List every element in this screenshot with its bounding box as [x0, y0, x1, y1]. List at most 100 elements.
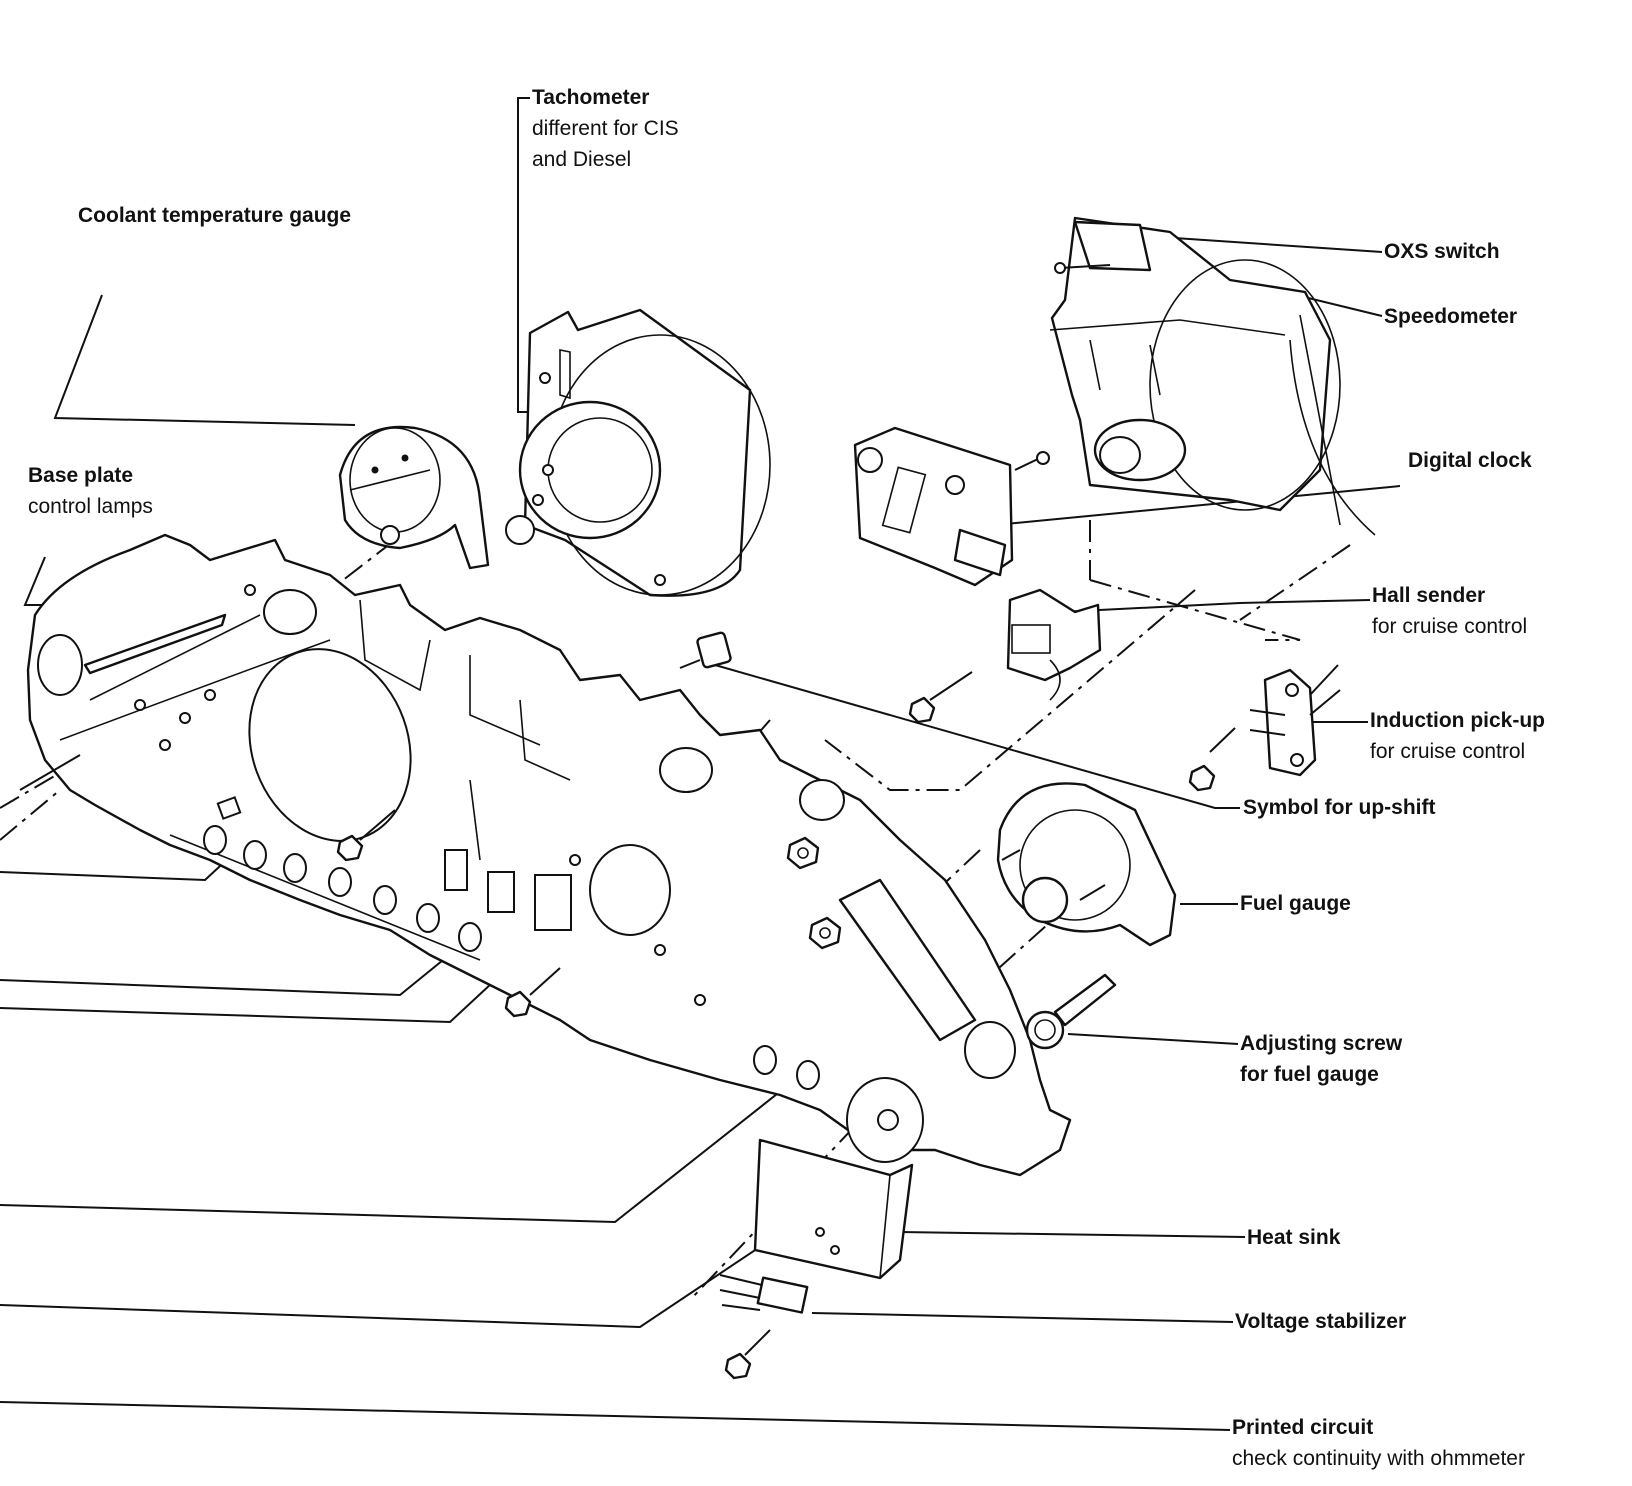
hall-sender-desc: for cruise control — [1372, 615, 1528, 638]
base-plate-housing — [19, 533, 1072, 1177]
upshift-symbol-label: Symbol for up-shift — [1243, 792, 1436, 823]
hall-sender-leader — [1059, 599, 1371, 613]
hall-sender-part — [908, 588, 1102, 724]
left-shaft — [19, 754, 81, 791]
align-hall-box — [824, 589, 1196, 791]
left-end-socket — [37, 634, 83, 696]
digital-clock-leader — [994, 485, 1401, 526]
digital-clock-part — [853, 426, 1050, 587]
mount-hole-7 — [694, 994, 706, 1006]
voltage-stabilizer-leader — [811, 1312, 1234, 1323]
center-socket — [659, 747, 713, 793]
lamp-hole-5 — [373, 885, 397, 915]
leader-lines — [0, 97, 1401, 1431]
speedometer-label: Speedometer — [1384, 301, 1517, 332]
align-right-diag — [1239, 544, 1351, 621]
lamp-hole-7 — [458, 922, 482, 952]
voltage-stabilizer-name: Voltage stabilizer — [1235, 1310, 1407, 1333]
left-bracket — [83, 613, 227, 675]
adjusting-screw-label: Adjusting screw for fuel gauge — [1240, 1028, 1402, 1090]
induction-pickup-desc: for cruise control — [1370, 740, 1526, 763]
align-speedo-box — [1089, 579, 1301, 641]
lamp-hole-9 — [796, 1060, 820, 1090]
tachometer-part — [505, 308, 771, 597]
oxs-switch-label: OXS switch — [1384, 236, 1500, 267]
induction-pickup-label: Induction pick-up for cruise control — [1370, 705, 1545, 767]
bearing-center — [877, 1109, 899, 1131]
lamp-hole-1 — [203, 825, 227, 855]
lamp-hole-4 — [328, 867, 352, 897]
induction-pickup-name: Induction pick-up — [1370, 709, 1545, 732]
nut-1-bore — [797, 847, 809, 859]
housing-screw-1 — [336, 809, 396, 862]
left-leader-4 — [0, 1059, 821, 1224]
tacho-drum — [518, 400, 662, 540]
align-stabilizer — [689, 1009, 966, 1301]
voltage-stabilizer-part — [719, 1274, 809, 1380]
coolant-name: Coolant temperature gauge — [78, 204, 352, 227]
mount-hole-3 — [159, 739, 171, 751]
coolant-leader — [53, 294, 356, 426]
housing-inner-wall — [359, 599, 571, 781]
hall-sender-name: Hall sender — [1372, 584, 1486, 607]
tachometer-leader — [517, 97, 535, 413]
digital-clock-name: Digital clock — [1408, 449, 1532, 472]
base-plate-name: Base plate — [28, 464, 134, 487]
mount-hole-1 — [179, 712, 191, 724]
coolant-gauge-part — [338, 425, 490, 570]
left-leader-5 — [0, 1209, 816, 1329]
window-4 — [216, 796, 242, 820]
lamp-hole-2 — [243, 840, 267, 870]
printed-circuit-leader — [0, 1401, 1231, 1431]
adjusting-screw-leader — [1067, 1033, 1239, 1045]
tachometer-name: Tachometer — [532, 86, 650, 109]
nut-2 — [808, 916, 842, 950]
base-plate-label: Base plate control lamps — [28, 460, 153, 522]
mount-hole-2 — [134, 699, 146, 711]
window-2 — [487, 871, 515, 913]
oxs-switch-body — [1073, 220, 1152, 272]
mount-hole-4 — [204, 689, 216, 701]
coolant-label: Coolant temperature gauge — [78, 200, 351, 231]
fuel-socket — [964, 1021, 1016, 1079]
window-3 — [534, 874, 572, 931]
upshift-leader — [714, 664, 1240, 809]
printed-circuit-desc: check continuity with ohmmeter — [1232, 1447, 1525, 1470]
lamp-hole-6 — [416, 903, 440, 933]
window-1 — [444, 849, 468, 891]
housing-top-edge — [89, 614, 261, 701]
right-socket — [799, 779, 845, 821]
adjusting-screw-part — [1025, 973, 1117, 1050]
heat-sink-name: Heat sink — [1247, 1226, 1341, 1249]
heat-sink-part — [753, 1138, 914, 1280]
fuel-gauge-gear — [1021, 876, 1069, 924]
lamp-hole-8 — [753, 1045, 777, 1075]
lamp-hole-3 — [283, 853, 307, 883]
tachometer-desc-2: and Diesel — [532, 148, 632, 171]
housing-screw-2 — [504, 967, 561, 1018]
speedo-opening — [589, 844, 671, 936]
induction-pickup-part — [1188, 664, 1341, 792]
printed-circuit-label: Printed circuit check continuity with oh… — [1232, 1412, 1525, 1474]
speedometer-part — [1049, 216, 1376, 536]
nut-2-bore — [819, 927, 831, 939]
mount-hole-5 — [569, 854, 581, 866]
fuel-gauge-name: Fuel gauge — [1240, 892, 1351, 915]
mount-hole-6 — [654, 944, 666, 956]
base-plate-desc: control lamps — [28, 495, 153, 518]
upshift-symbol-part — [679, 631, 732, 669]
tachometer-label: Tachometer different for CIS and Diesel — [532, 82, 679, 175]
upshift-symbol-name: Symbol for up-shift — [1243, 796, 1436, 819]
tachometer-desc-1: different for CIS — [532, 117, 679, 140]
printed-circuit-name: Printed circuit — [1232, 1416, 1374, 1439]
left-socket — [263, 589, 317, 635]
adjusting-screw-name: Adjusting screw — [1240, 1032, 1403, 1055]
voltage-stabilizer-label: Voltage stabilizer — [1235, 1306, 1406, 1337]
hall-sender-label: Hall sender for cruise control — [1372, 580, 1527, 642]
heat-sink-leader — [899, 1231, 1246, 1238]
digital-clock-label: Digital clock — [1408, 445, 1532, 476]
align-left-lower — [0, 789, 61, 841]
fuel-gauge-label: Fuel gauge — [1240, 888, 1351, 919]
oxs-switch-name: OXS switch — [1384, 240, 1500, 263]
